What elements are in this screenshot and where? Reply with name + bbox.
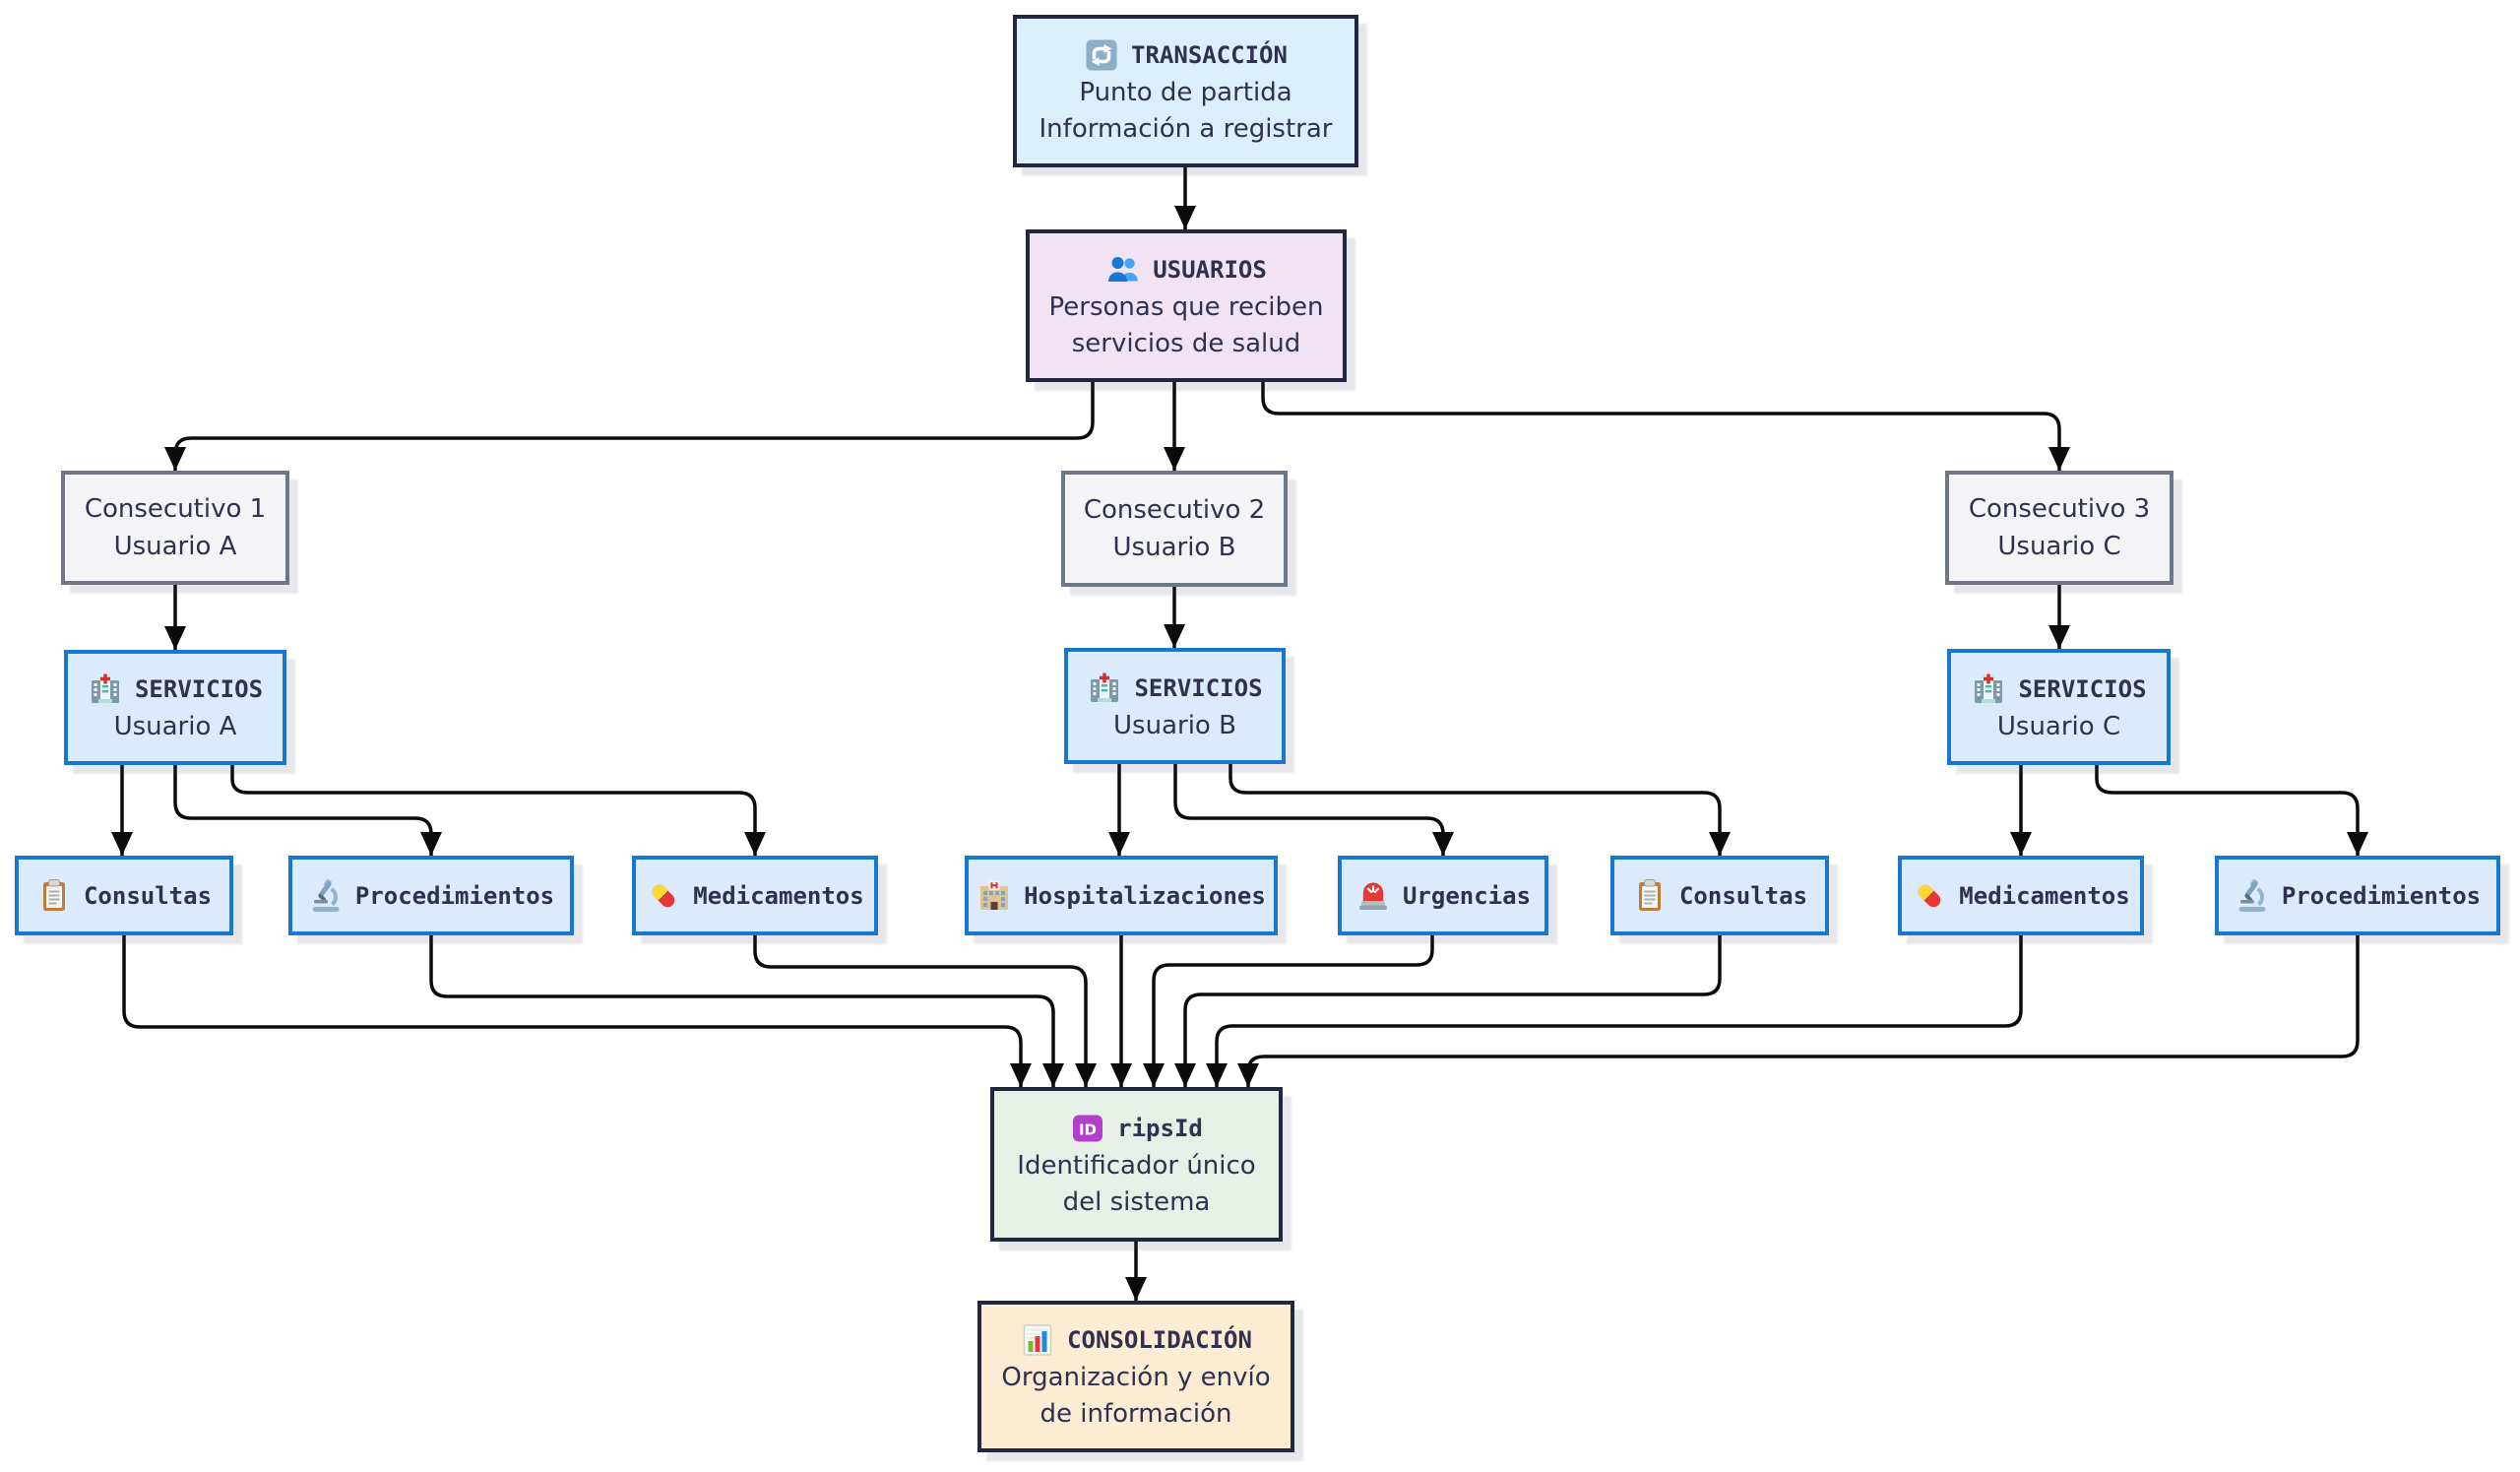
- node-title: Urgencias: [1402, 881, 1532, 910]
- microscope-icon: [308, 878, 344, 914]
- hospital-icon: [1971, 672, 2006, 707]
- edge-consultasA-ripsid: [122, 935, 1032, 1087]
- hospital-icon: [1087, 671, 1122, 706]
- edge-consultasB-ripsid: [1174, 935, 1722, 1087]
- bar-chart-icon: [1020, 1322, 1055, 1358]
- node-subtitle: Usuario C: [1996, 711, 2121, 741]
- node-consultasB: Consultas: [1610, 856, 1829, 935]
- edge-medicamentosC-ripsid: [1206, 935, 2023, 1087]
- edge-serviciosA-procedimientosA: [173, 765, 442, 856]
- edge-usuarios-consecutivo3: [1261, 382, 2070, 471]
- node-subtitle: Identificador único: [1017, 1150, 1256, 1181]
- hospital-icon: [88, 672, 123, 707]
- node-title: Consecutivo 3: [1968, 494, 2151, 524]
- node-title: USUARIOS: [1153, 255, 1267, 284]
- node-serviciosB: SERVICIOS Usuario B: [1064, 648, 1286, 764]
- node-title: Consultas: [1678, 881, 1808, 910]
- edge-urgencias-ripsid: [1143, 935, 1434, 1087]
- edge-serviciosC-procedimientosC: [2095, 765, 2368, 856]
- node-consecutivo3: Consecutivo 3 Usuario C: [1945, 471, 2174, 585]
- node-title: SERVICIOS: [134, 675, 264, 703]
- node-subtitle: servicios de salud: [1071, 328, 1301, 358]
- edge-serviciosB-consultasB: [1228, 764, 1731, 856]
- edge-medicamentosA-ripsid: [753, 935, 1097, 1087]
- svg-text:ID: ID: [1079, 1120, 1097, 1138]
- node-serviciosC: SERVICIOS Usuario C: [1947, 649, 2171, 765]
- node-usuarios: USUARIOS Personas que reciben servicios de…: [1026, 229, 1347, 382]
- node-urgencias: Urgencias: [1338, 856, 1548, 935]
- users-icon: [1105, 252, 1141, 288]
- node-subtitle: Personas que reciben: [1048, 291, 1324, 322]
- node-subtitle: de información: [1040, 1399, 1232, 1429]
- id-badge-icon: ID: [1070, 1111, 1105, 1146]
- node-subtitle: Información a registrar: [1039, 113, 1333, 144]
- node-title: SERVICIOS: [2018, 674, 2147, 703]
- clipboard-icon: [36, 878, 72, 914]
- node-subtitle: Punto de partida: [1079, 77, 1292, 107]
- edge-serviciosB-urgencias: [1173, 764, 1454, 856]
- node-medicamentosC: Medicamentos: [1898, 856, 2144, 935]
- clipboard-icon: [1632, 878, 1668, 914]
- node-medicamentosA: Medicamentos: [632, 856, 878, 935]
- node-consecutivo2: Consecutivo 2 Usuario B: [1061, 471, 1288, 587]
- node-subtitle: Organización y envío: [1001, 1363, 1271, 1392]
- pill-icon: [1912, 878, 1947, 914]
- transaction-arrows-icon: [1084, 37, 1119, 73]
- node-title: Procedimientos: [2281, 881, 2482, 910]
- node-hospitalizaciones: Hospitalizaciones: [965, 856, 1278, 935]
- node-subtitle: del sistema: [1062, 1186, 1211, 1217]
- node-title: Consultas: [83, 881, 213, 910]
- edge-procedimientosA-ripsid: [429, 935, 1064, 1087]
- node-subtitle: Usuario A: [113, 532, 237, 561]
- node-title: Procedimientos: [354, 881, 555, 910]
- node-consecutivo1: Consecutivo 1 Usuario A: [61, 471, 289, 585]
- node-subtitle: Usuario C: [1997, 532, 2121, 561]
- node-title: Medicamentos: [693, 881, 864, 910]
- hotel-building-icon: [976, 878, 1012, 914]
- node-title: Consecutivo 2: [1083, 495, 1266, 525]
- node-title: TRANSACCIÓN: [1131, 40, 1288, 69]
- node-title: CONSOLIDACIÓN: [1067, 1326, 1252, 1354]
- pill-icon: [646, 878, 681, 914]
- node-serviciosA: SERVICIOS Usuario A: [64, 650, 286, 765]
- microscope-icon: [2235, 878, 2270, 914]
- node-subtitle: Usuario A: [113, 712, 237, 741]
- node-title: SERVICIOS: [1134, 673, 1263, 702]
- edge-usuarios-consecutivo1: [164, 382, 1095, 471]
- node-title: Consecutivo 1: [84, 494, 267, 524]
- node-subtitle: Usuario B: [1113, 710, 1236, 740]
- node-consultasA: Consultas: [15, 856, 233, 935]
- node-title: ripsId: [1117, 1114, 1203, 1142]
- node-subtitle: Usuario B: [1112, 533, 1236, 562]
- edge-serviciosA-medicamentosA: [230, 765, 766, 856]
- node-procedimientosC: Procedimientos: [2215, 856, 2500, 935]
- siren-icon: [1355, 878, 1391, 914]
- node-procedimientosA: Procedimientos: [288, 856, 574, 935]
- node-title: Medicamentos: [1959, 881, 2130, 910]
- node-title: Hospitalizaciones: [1024, 881, 1266, 910]
- node-consolidacion: CONSOLIDACIÓN Organización y envío de info…: [977, 1301, 1294, 1452]
- edge-procedimientosC-ripsid: [1237, 935, 2360, 1087]
